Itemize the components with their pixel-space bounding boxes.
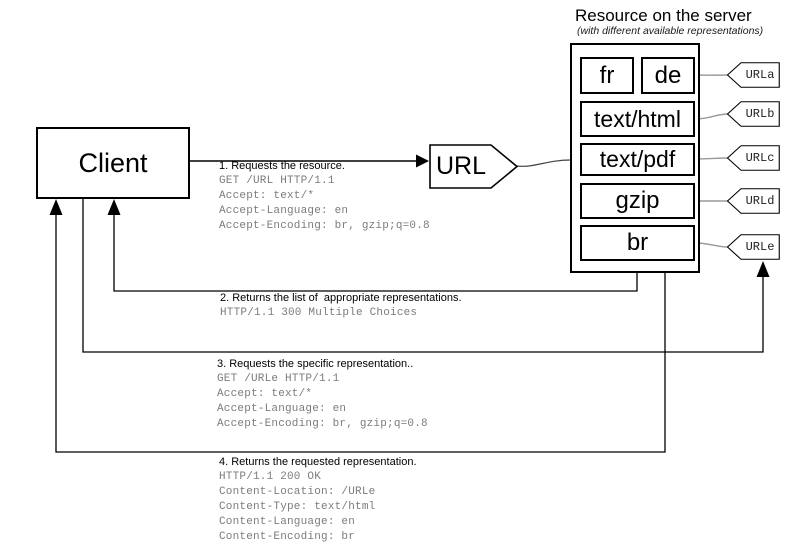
http-header-line: Accept-Encoding: br, gzip;q=0.8 — [217, 418, 428, 430]
http-request-line: GET /URLe HTTP/1.1 — [217, 373, 340, 385]
url-node-shape-icon — [429, 144, 519, 189]
representation-box-textpdf: text/pdf — [580, 143, 695, 176]
http-header-line: Accept-Language: en — [219, 205, 349, 217]
client-label: Client — [78, 147, 148, 178]
http-header-line: Accept-Encoding: br, gzip;q=0.8 — [219, 220, 430, 232]
http-header-line: Content-Encoding: br — [219, 531, 356, 542]
http-header-line: Accept-Language: en — [217, 403, 347, 415]
url-tag-b: URLb — [727, 101, 780, 127]
url-tag-label: URLd — [745, 194, 775, 208]
representation-label: gzip — [615, 187, 660, 214]
response-4-arrowhead-icon — [49, 199, 63, 215]
representation-label: de — [654, 61, 682, 89]
http-request-line: GET /URL HTTP/1.1 — [219, 175, 335, 187]
response-2-arrowhead-icon — [107, 199, 121, 215]
tag-shape-icon — [727, 101, 780, 127]
request-3-arrowhead-icon — [756, 261, 770, 277]
url-node: URL — [429, 144, 519, 189]
representation-box-de: de — [641, 57, 695, 94]
tag-shape-icon — [727, 62, 780, 88]
url-tag-e: URLe — [727, 234, 780, 260]
http-status-line: HTTP/1.1 200 OK — [219, 471, 322, 483]
url-tag-c: URLc — [727, 145, 780, 171]
url-tag-label: URLe — [745, 240, 775, 254]
flow-4-annotation: 4. Returns the requested representation.… — [219, 454, 417, 542]
representation-box-texthtml: text/html — [580, 101, 695, 137]
server-subtitle: (with different available representation… — [577, 25, 764, 37]
flow-2-annotation: 2. Returns the list of appropriate repre… — [220, 290, 462, 321]
http-header-line: Accept: text/* — [219, 190, 315, 202]
http-header-line: Accept: text/* — [217, 388, 313, 400]
representation-label: fr — [599, 61, 615, 89]
flow-1-title: 1. Requests the resource. — [219, 160, 345, 172]
tag-shape-icon — [727, 188, 780, 214]
flow-2-title: 2. Returns the list of appropriate repre… — [220, 292, 462, 304]
url-tag-label: URLa — [745, 68, 775, 82]
http-status-line: HTTP/1.1 300 Multiple Choices — [220, 307, 418, 319]
representation-box-gzip: gzip — [580, 183, 695, 219]
url-tag-d: URLd — [727, 188, 780, 214]
server-title: Resource on the server — [575, 6, 752, 25]
tag-shape-icon — [727, 145, 780, 171]
representation-box-fr: fr — [580, 57, 634, 94]
tag-shape-icon — [727, 234, 780, 260]
http-header-line: Content-Type: text/html — [219, 501, 376, 513]
client-box: Client — [36, 127, 190, 199]
representation-label: text/pdf — [599, 146, 676, 172]
representation-box-br: br — [580, 225, 695, 261]
flow-3-annotation: 3. Requests the specific representation.… — [217, 356, 428, 432]
flow-3-title: 3. Requests the specific representation.… — [217, 358, 414, 370]
flow-1-annotation: 1. Requests the resource. GET /URL HTTP/… — [219, 158, 430, 234]
representation-label: br — [626, 229, 649, 256]
http-header-line: Content-Language: en — [219, 516, 356, 528]
flow-4-title: 4. Returns the requested representation. — [219, 456, 417, 468]
url-to-server-connector — [516, 159, 572, 167]
representation-label: text/html — [594, 105, 681, 132]
url-tag-a: URLa — [727, 62, 780, 88]
url-node-label: URL — [435, 152, 486, 180]
url-tag-label: URLb — [745, 107, 775, 121]
http-header-line: Content-Location: /URLe — [219, 486, 376, 498]
url-tag-label: URLc — [745, 151, 775, 165]
